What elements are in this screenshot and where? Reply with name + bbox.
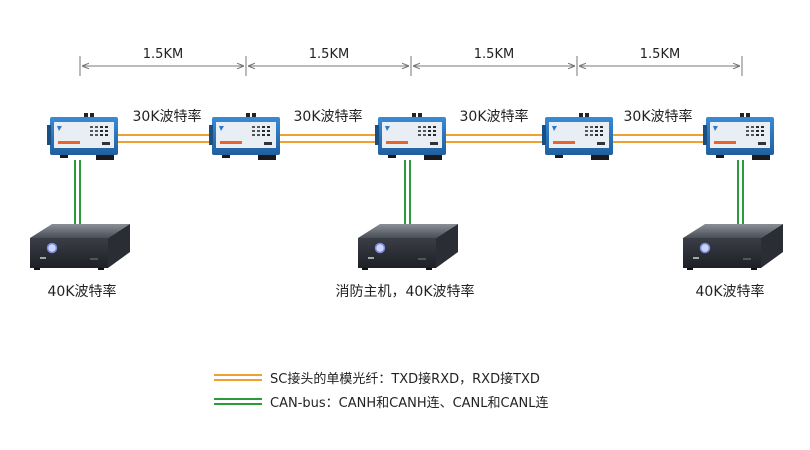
fiber-link-3 — [444, 134, 545, 143]
distance-label: 1.5KM — [309, 47, 349, 62]
can-fiber-converter-icon — [375, 113, 446, 160]
fiber-link-1 — [118, 134, 212, 143]
legend-fiber: SC接头的单模光纤：TXD接RXD，RXD接TXD — [214, 371, 540, 387]
can-fiber-converter-icon — [209, 113, 280, 160]
distance-dimension-1: 1.5KM — [79, 47, 244, 76]
host-label-left: 40K波特率 — [48, 283, 117, 300]
fiber-link-2 — [278, 134, 378, 143]
canbus-link-left — [74, 160, 81, 228]
distance-dimension-2: 1.5KM — [245, 47, 409, 76]
host-computer-icon — [683, 224, 783, 270]
canbus-link-center — [404, 160, 411, 228]
fiber-rate-label: 30K波特率 — [460, 108, 529, 125]
fiber-rate-label: 30K波特率 — [294, 108, 363, 125]
legend-canbus-label: CAN-bus：CANH和CANH连、CANL和CANL连 — [270, 395, 548, 411]
fiber-rate-label: 30K波特率 — [624, 108, 693, 125]
distance-label: 1.5KM — [640, 47, 680, 62]
canbus-links — [74, 160, 744, 228]
legend-canbus: CAN-bus：CANH和CANH连、CANL和CANL连 — [214, 395, 548, 411]
host-labels: 40K波特率 消防主机，40K波特率 40K波特率 — [48, 283, 765, 300]
fiber-link-4 — [611, 134, 706, 143]
distance-label: 1.5KM — [474, 47, 514, 62]
legend: SC接头的单模光纤：TXD接RXD，RXD接TXD CAN-bus：CANH和C… — [214, 371, 548, 411]
legend-fiber-label: SC接头的单模光纤：TXD接RXD，RXD接TXD — [270, 371, 540, 387]
can-fiber-converter-icon — [703, 113, 774, 160]
can-fiber-converter-icon — [47, 113, 118, 160]
host-computer-icon — [30, 224, 130, 270]
distance-dimension-3: 1.5KM — [410, 47, 575, 76]
fiber-rate-labels: 30K波特率 30K波特率 30K波特率 30K波特率 — [133, 108, 693, 125]
distance-label: 1.5KM — [143, 47, 183, 62]
host-label-center: 消防主机，40K波特率 — [336, 283, 475, 300]
distance-dimensions: 1.5KM 1.5KM 1.5KM 1.5KM — [79, 47, 743, 76]
fiber-links — [118, 134, 706, 143]
distance-dimension-4: 1.5KM — [576, 47, 743, 76]
converters — [47, 113, 774, 160]
canbus-link-right — [737, 160, 744, 228]
can-fiber-converter-icon — [542, 113, 613, 160]
fiber-rate-label: 30K波特率 — [133, 108, 202, 125]
host-label-right: 40K波特率 — [696, 283, 765, 300]
host-computer-icon — [358, 224, 458, 270]
host-computers — [30, 224, 783, 270]
